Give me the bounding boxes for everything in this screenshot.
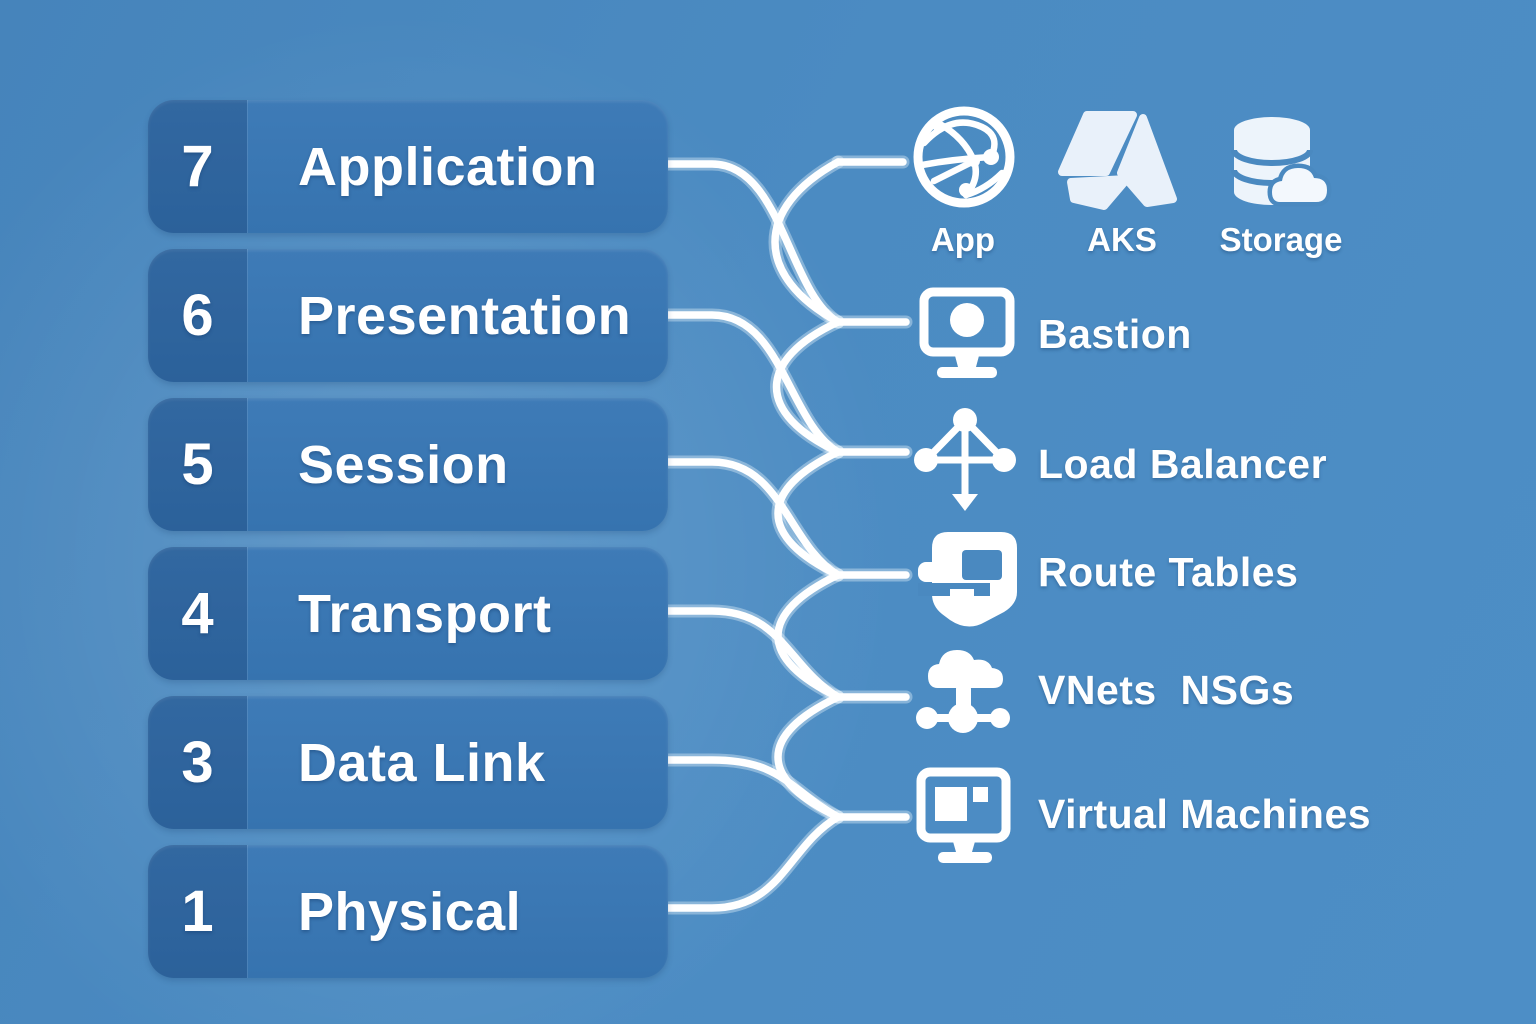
storage-cloud-icon (1231, 117, 1332, 207)
bastion-desktop-icon (919, 287, 1015, 378)
layer-label: Physical (247, 845, 668, 978)
layer-label: Application (247, 100, 668, 233)
layer-box-application: 7 Application (148, 100, 668, 233)
layer-number: 1 (148, 845, 247, 978)
layer-label: Transport (247, 547, 668, 680)
app-caption: App (930, 221, 996, 258)
route-tables-icon (918, 532, 1017, 627)
layer-number: 7 (148, 100, 247, 233)
globe-network-icon (913, 106, 1015, 208)
aks-logo-icon (1058, 111, 1177, 210)
layer-box-transport: 4 Transport (148, 547, 668, 680)
layer-label: Presentation (247, 249, 668, 382)
layer-box-presentation: 6 Presentation (148, 249, 668, 382)
layer-label: Data Link (247, 696, 668, 829)
storage-caption: Storage (1219, 221, 1343, 258)
vnets-nsgs-icon (916, 650, 1010, 733)
load-balancer-icon (914, 408, 1016, 511)
layer-number: 5 (148, 398, 247, 531)
layer-box-physical: 1 Physical (148, 845, 668, 978)
route-tables-label: Route Tables (1038, 549, 1299, 595)
aks-caption: AKS (1087, 221, 1157, 258)
virtual-machines-icon (916, 767, 1011, 863)
vnets-nsgs-label: VNets NSGs (1038, 667, 1295, 713)
load-balancer-label: Load Balancer (1038, 441, 1328, 487)
layer-box-session: 5 Session (148, 398, 668, 531)
layer-box-data-link: 3 Data Link (148, 696, 668, 829)
bastion-label: Bastion (1038, 311, 1192, 357)
layer-number: 4 (148, 547, 247, 680)
layer-number: 6 (148, 249, 247, 382)
layer-number: 3 (148, 696, 247, 829)
virtual-machines-label: Virtual Machines (1038, 791, 1372, 837)
layer-label: Session (247, 398, 668, 531)
